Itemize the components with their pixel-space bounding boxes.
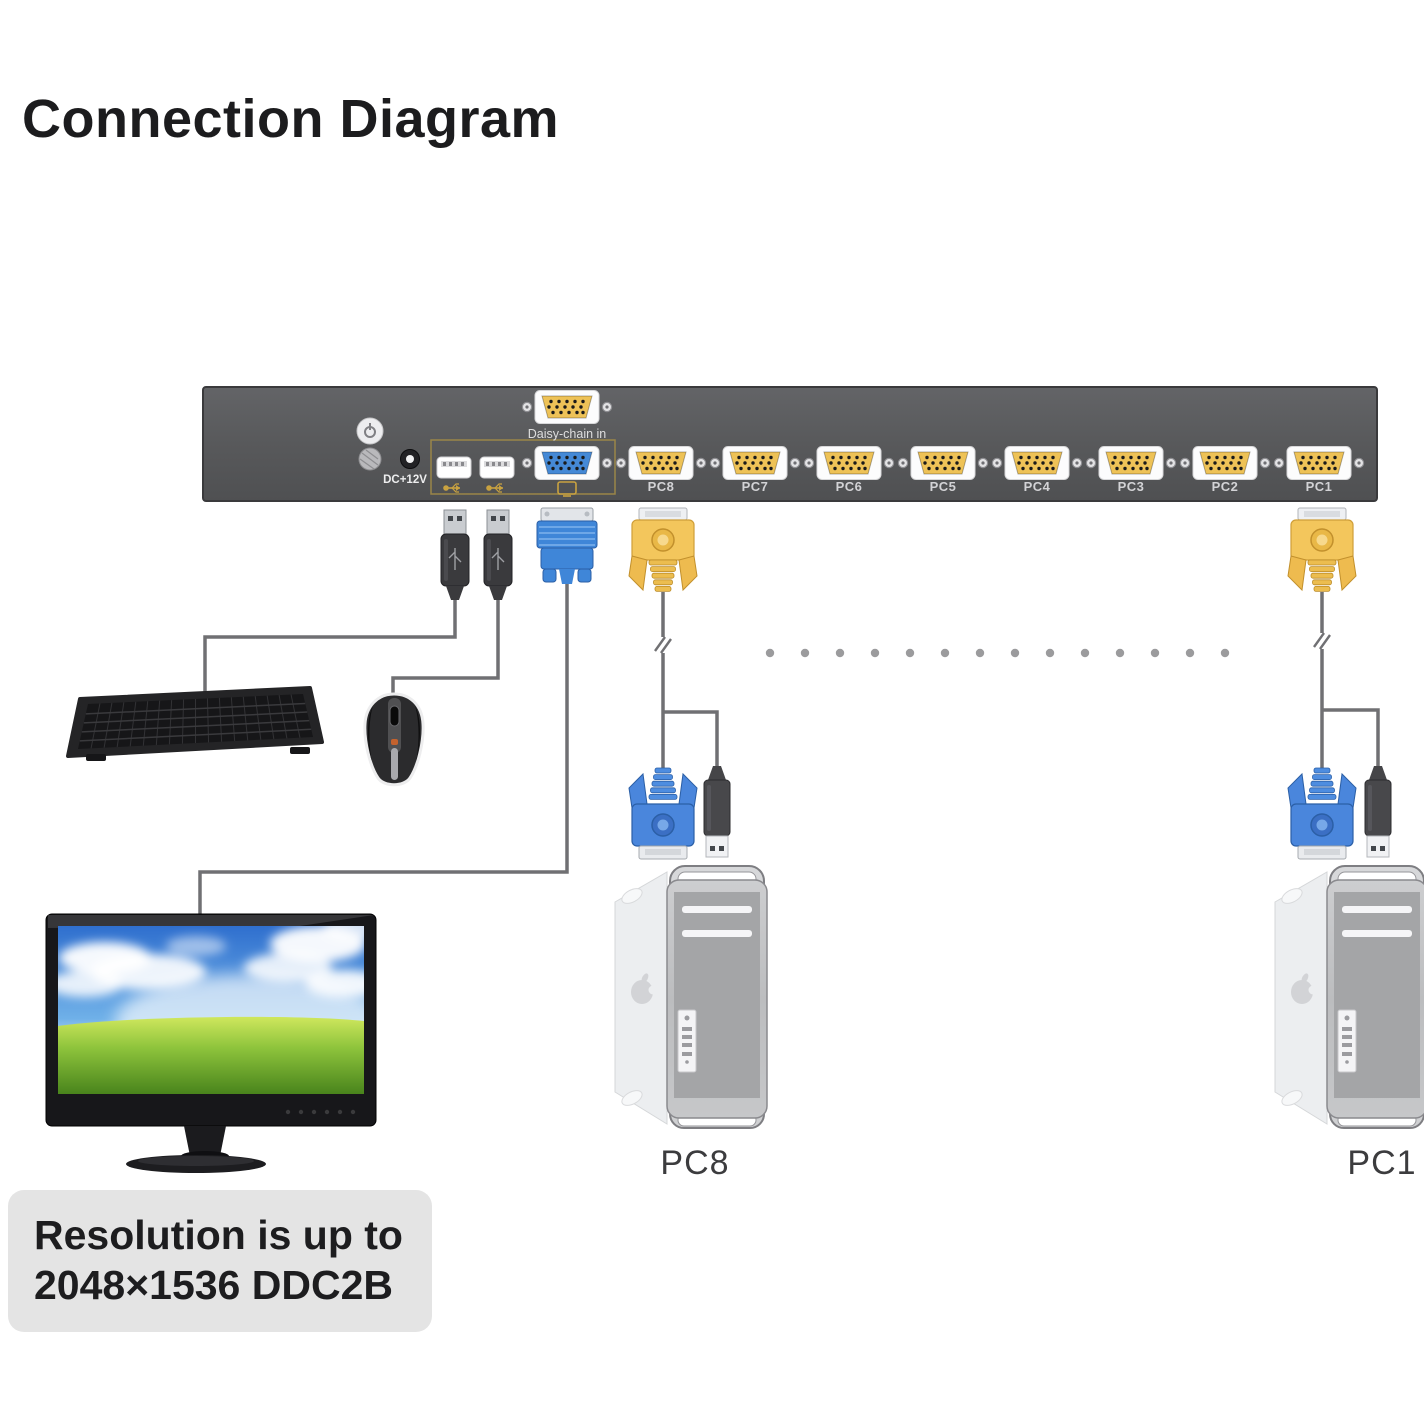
pc1-usb-branch bbox=[1322, 708, 1380, 770]
vga-port-daisy-chain bbox=[521, 389, 613, 425]
vga-port-pc6 bbox=[803, 445, 895, 481]
console-group-outline bbox=[430, 439, 616, 495]
port-label-pc4: PC4 bbox=[1023, 479, 1051, 494]
keyboard-usb-plug bbox=[440, 509, 470, 601]
pc1-vga-plug-to-kvm bbox=[1287, 507, 1357, 593]
port-label-pc7: PC7 bbox=[741, 479, 769, 494]
monitor bbox=[45, 913, 377, 1173]
keyboard-cable bbox=[203, 598, 457, 702]
dotted-continuation-line bbox=[765, 648, 1230, 658]
usb-icon bbox=[486, 483, 503, 493]
port-label-pc1: PC1 bbox=[1305, 479, 1333, 494]
ground-icon bbox=[358, 447, 382, 471]
vga-port-pc1 bbox=[1273, 445, 1365, 481]
pc8-tower bbox=[614, 865, 768, 1129]
page-title: Connection Diagram bbox=[22, 89, 560, 149]
usb-icon bbox=[443, 483, 460, 493]
resolution-note-line1: Resolution is up to bbox=[34, 1212, 403, 1258]
vga-port-console bbox=[521, 445, 613, 481]
port-label-pc8: PC8 bbox=[647, 479, 675, 494]
cable-break-mark bbox=[1313, 632, 1331, 650]
monitor-buttons bbox=[285, 1109, 356, 1115]
port-label-pc6: PC6 bbox=[835, 479, 863, 494]
resolution-note-line2: 2048×1536 DDC2B bbox=[34, 1262, 393, 1309]
port-label-pc5: PC5 bbox=[929, 479, 957, 494]
daisy-chain-label: Daisy-chain in bbox=[527, 427, 607, 441]
mouse bbox=[363, 692, 425, 787]
monitor-icon bbox=[557, 481, 577, 497]
power-icon bbox=[356, 417, 384, 445]
cables bbox=[198, 582, 1380, 918]
keyboard bbox=[66, 686, 324, 761]
monitor-cable bbox=[198, 582, 569, 918]
pc8-vga-plug-to-kvm bbox=[628, 507, 698, 593]
kvm-switch-rear-panel bbox=[202, 386, 1378, 502]
console-vga-plug bbox=[536, 507, 598, 584]
pc1-vga-plug-to-pc bbox=[1287, 767, 1357, 860]
vga-port-pc8 bbox=[615, 445, 707, 481]
usb-port bbox=[479, 456, 515, 479]
pc8-caption: PC8 bbox=[660, 1144, 730, 1182]
vga-port-pc5 bbox=[897, 445, 989, 481]
usb-port bbox=[436, 456, 472, 479]
vga-port-pc7 bbox=[709, 445, 801, 481]
pc8-usb-branch bbox=[663, 710, 719, 770]
mouse-usb-plug bbox=[483, 509, 513, 601]
vga-port-pc4 bbox=[991, 445, 1083, 481]
pc1-caption: PC1 bbox=[1347, 1144, 1417, 1182]
pc8-vga-plug-to-pc bbox=[628, 767, 698, 860]
vga-port-pc2 bbox=[1179, 445, 1271, 481]
resolution-note: Resolution is up to 2048×1536 DDC2B bbox=[8, 1190, 432, 1333]
port-label-pc3: PC3 bbox=[1117, 479, 1145, 494]
vga-port-pc3 bbox=[1085, 445, 1177, 481]
pc1-tower bbox=[1274, 865, 1424, 1129]
pc8-usb-plug-to-pc bbox=[703, 765, 731, 858]
dc-power-label: DC+12V bbox=[383, 474, 427, 486]
mouse-cable bbox=[391, 598, 500, 702]
cable-break-mark bbox=[654, 636, 672, 654]
port-label-pc2: PC2 bbox=[1211, 479, 1239, 494]
pc1-usb-plug-to-pc bbox=[1364, 765, 1392, 858]
dc-jack bbox=[400, 449, 420, 469]
